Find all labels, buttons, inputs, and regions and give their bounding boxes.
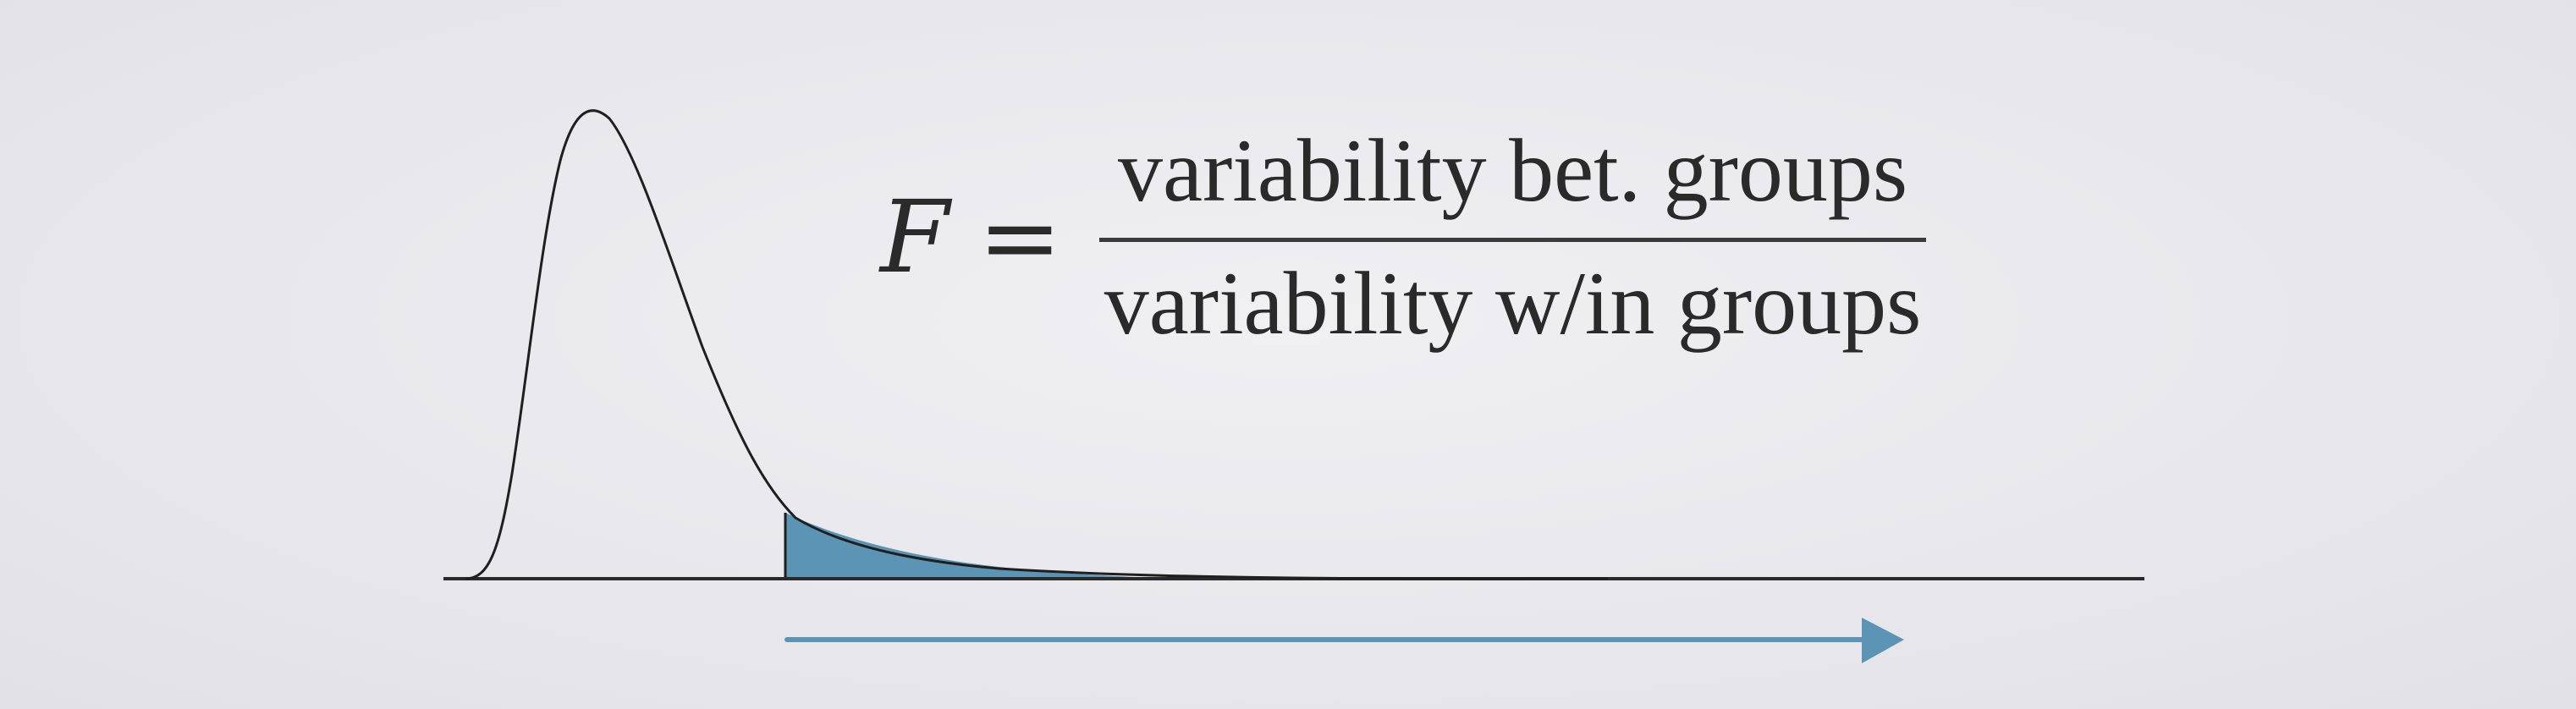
f-distribution-curve: [465, 109, 1609, 580]
f-ratio-formula: F = variability bet. groups variability …: [880, 93, 1927, 381]
fraction-bar: [1098, 237, 1927, 242]
f-statistic-symbol: F: [880, 179, 949, 295]
fraction: variability bet. groups variability w/in…: [1098, 119, 1927, 355]
equals-sign: =: [977, 179, 1062, 295]
arrow-head-icon: [1862, 618, 1904, 663]
formula-denominator: variability w/in groups: [1104, 253, 1922, 353]
formula-numerator: variability bet. groups: [1117, 120, 1908, 220]
shaded-tail-region: [785, 513, 1134, 579]
